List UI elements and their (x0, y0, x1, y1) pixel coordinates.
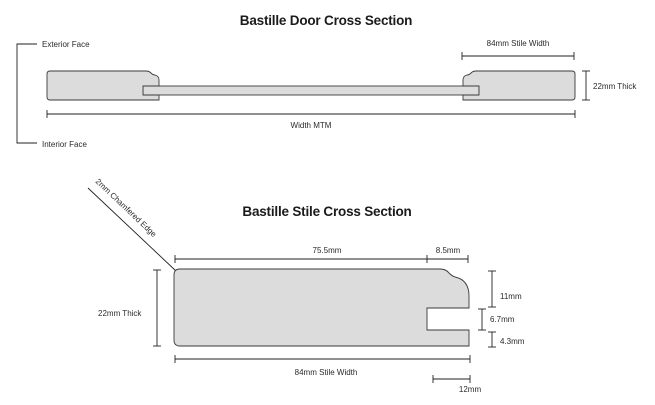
exterior-face-label: Exterior Face (42, 40, 90, 49)
face-bracket (16, 43, 37, 144)
door-panel (142, 85, 480, 96)
stile-thickness-label: 22mm Thick (98, 309, 142, 318)
door-profile (46, 70, 576, 101)
stile-dim-11-label: 11mm (500, 292, 522, 301)
stile-top-dimensions (174, 255, 469, 263)
door-width-dimension (46, 110, 576, 118)
stile-dim-43-label: 4.3mm (500, 337, 525, 346)
door-thickness-label: 22mm Thick (593, 82, 637, 91)
door-stile-width-dimension (461, 52, 575, 60)
stile-12mm-dimension (432, 375, 471, 383)
door-thickness-dimension (582, 70, 590, 101)
stile-width-dimension (174, 355, 471, 363)
stile-dim-main-label: 75.5mm (313, 246, 342, 255)
stile-right-dimensions (478, 270, 496, 348)
interior-face-label: Interior Face (42, 140, 87, 149)
door-width-label: Width MTM (291, 121, 332, 130)
left-stile (46, 70, 160, 101)
door-section-title: Bastille Door Cross Section (240, 13, 412, 28)
stile-dim-rebate-label: 8.5mm (436, 246, 461, 255)
stile-section-title: Bastille Stile Cross Section (242, 204, 411, 219)
stile-width-label: 84mm Stile Width (295, 368, 358, 377)
chamfer-leader-line (87, 187, 177, 272)
chamfer-label: 2mm Chamfered Edge (94, 177, 159, 239)
stile-thickness-dimension (153, 269, 161, 347)
door-stile-width-label: 84mm Stile Width (487, 39, 550, 48)
stile-dim-groove-label: 6.7mm (490, 315, 515, 324)
right-stile (462, 70, 576, 101)
stile-dim-12-label: 12mm (459, 385, 482, 394)
stile-profile (173, 268, 470, 347)
